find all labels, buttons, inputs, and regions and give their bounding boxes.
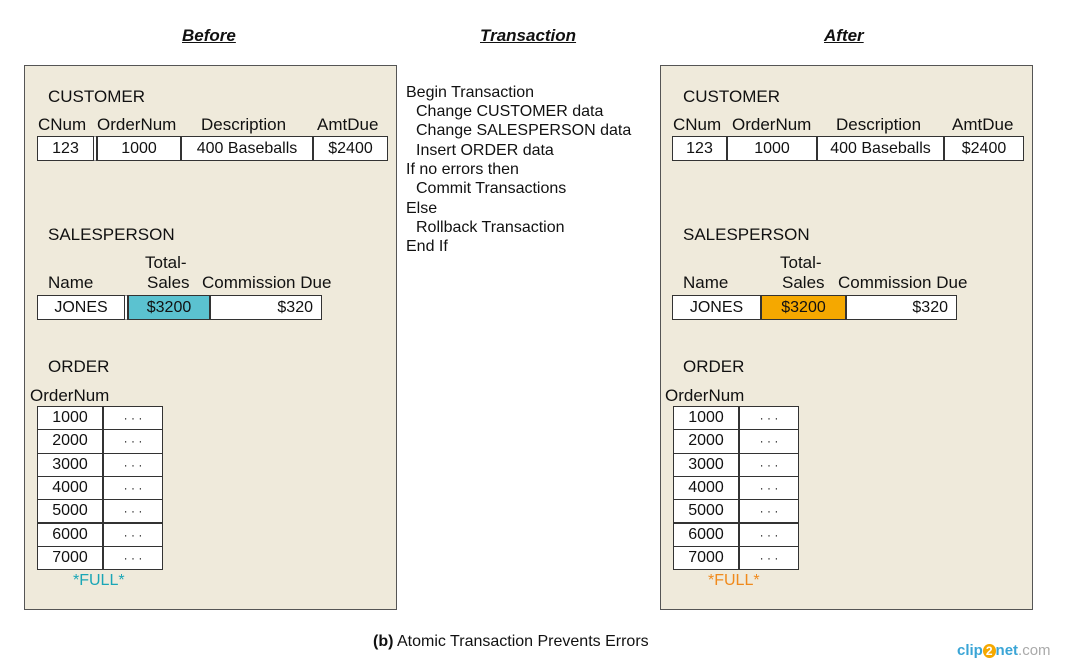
order-row-number: 6000 <box>37 522 103 547</box>
customer-header-cnum: CNum <box>38 115 87 134</box>
order-row-number: 5000 <box>37 499 103 524</box>
customer-header-description: Description <box>201 115 287 134</box>
salesperson-name-cell: JONES <box>37 295 128 320</box>
customer-header-amtdue: AmtDue <box>952 115 1014 134</box>
salesperson-header-total-top: Total- <box>145 253 187 272</box>
before-panel: CUSTOMER CNum OrderNum Description AmtDu… <box>24 65 397 610</box>
watermark-net: net <box>995 642 1019 659</box>
watermark-2: 2 <box>982 644 996 658</box>
customer-header-ordernum: OrderNum <box>732 115 812 134</box>
order-row-number: 2000 <box>673 429 739 454</box>
order-row-number: 1000 <box>673 406 739 431</box>
order-header-ordernum: OrderNum <box>665 386 745 405</box>
order-row-number: 1000 <box>37 406 103 431</box>
full-label: *FULL* <box>73 572 125 589</box>
customer-description-cell: 400 Baseballs <box>181 136 313 161</box>
order-row-ellipsis: · · · <box>739 452 799 477</box>
customer-title: CUSTOMER <box>683 87 780 106</box>
order-row-ellipsis: · · · <box>739 475 799 501</box>
salesperson-title: SALESPERSON <box>48 225 175 244</box>
order-row-ellipsis: · · · <box>103 522 163 547</box>
salesperson-header-total-bottom: Sales <box>782 273 825 292</box>
order-row-number: 3000 <box>673 452 739 477</box>
order-title: ORDER <box>48 357 110 376</box>
order-row-ellipsis: · · · <box>103 475 163 501</box>
salesperson-header-total-top: Total- <box>780 253 822 272</box>
figure-caption: (b) Atomic Transaction Prevents Errors <box>373 633 649 651</box>
order-row-ellipsis: · · · <box>739 522 799 547</box>
after-panel: CUSTOMER CNum OrderNum Description AmtDu… <box>660 65 1033 610</box>
customer-description-cell: 400 Baseballs <box>817 136 944 161</box>
customer-ordernum-cell: 1000 <box>97 136 181 161</box>
order-title: ORDER <box>683 357 745 376</box>
order-row-ellipsis: · · · <box>103 545 163 571</box>
order-row-number: 3000 <box>37 452 103 477</box>
salesperson-header-commission: Commission Due <box>838 273 968 292</box>
customer-cnum-cell: 123 <box>37 136 97 161</box>
order-row-number: 2000 <box>37 429 103 454</box>
order-row-ellipsis: · · · <box>103 429 163 454</box>
caption-text: Atomic Transaction Prevents Errors <box>393 633 649 650</box>
order-header-ordernum: OrderNum <box>30 386 110 405</box>
order-row-number: 4000 <box>37 475 103 501</box>
order-row-number: 7000 <box>673 545 739 571</box>
salesperson-header-name: Name <box>683 273 729 292</box>
caption-label: (b) <box>373 633 394 650</box>
after-heading: After <box>824 26 864 45</box>
tx-change-salesperson: Change SALESPERSON data <box>416 122 632 139</box>
tx-commit: Commit Transactions <box>416 180 567 197</box>
order-row-ellipsis: · · · <box>103 452 163 477</box>
order-row-number: 5000 <box>673 499 739 524</box>
tx-else: Else <box>406 200 438 217</box>
salesperson-header-total-bottom: Sales <box>147 273 190 292</box>
tx-insert-order: Insert ORDER data <box>416 142 554 159</box>
salesperson-total-cell: $3200 <box>128 295 210 320</box>
customer-header-ordernum: OrderNum <box>97 115 177 134</box>
order-row-ellipsis: · · · <box>103 499 163 524</box>
full-label: *FULL* <box>708 572 760 589</box>
order-row-number: 6000 <box>673 522 739 547</box>
salesperson-title: SALESPERSON <box>683 225 810 244</box>
customer-header-cnum: CNum <box>673 115 722 134</box>
customer-ordernum-cell: 1000 <box>727 136 817 161</box>
salesperson-commission-cell: $320 <box>846 295 957 320</box>
order-row-ellipsis: · · · <box>739 406 799 431</box>
watermark-clip: clip <box>957 642 983 659</box>
tx-end-if: End If <box>406 238 448 255</box>
customer-title: CUSTOMER <box>48 87 145 106</box>
salesperson-header-name: Name <box>48 273 94 292</box>
customer-cnum-cell: 123 <box>672 136 727 161</box>
salesperson-total-cell: $3200 <box>761 295 846 320</box>
customer-header-description: Description <box>836 115 922 134</box>
order-row-ellipsis: · · · <box>739 545 799 571</box>
tx-rollback: Rollback Transaction <box>416 219 565 236</box>
order-row-ellipsis: · · · <box>103 406 163 431</box>
tx-begin: Begin Transaction <box>406 84 535 101</box>
watermark-com: .com <box>1018 642 1051 659</box>
customer-amtdue-cell: $2400 <box>944 136 1024 161</box>
transaction-heading: Transaction <box>480 26 577 45</box>
customer-header-amtdue: AmtDue <box>317 115 379 134</box>
order-row-ellipsis: · · · <box>739 499 799 524</box>
order-row-ellipsis: · · · <box>739 429 799 454</box>
salesperson-commission-cell: $320 <box>210 295 322 320</box>
tx-if-no-errors: If no errors then <box>406 161 519 178</box>
order-row-number: 7000 <box>37 545 103 571</box>
salesperson-header-commission: Commission Due <box>202 273 332 292</box>
before-heading: Before <box>182 26 236 45</box>
salesperson-name-cell: JONES <box>672 295 761 320</box>
tx-change-customer: Change CUSTOMER data <box>416 103 604 120</box>
order-row-number: 4000 <box>673 475 739 501</box>
customer-amtdue-cell: $2400 <box>313 136 388 161</box>
